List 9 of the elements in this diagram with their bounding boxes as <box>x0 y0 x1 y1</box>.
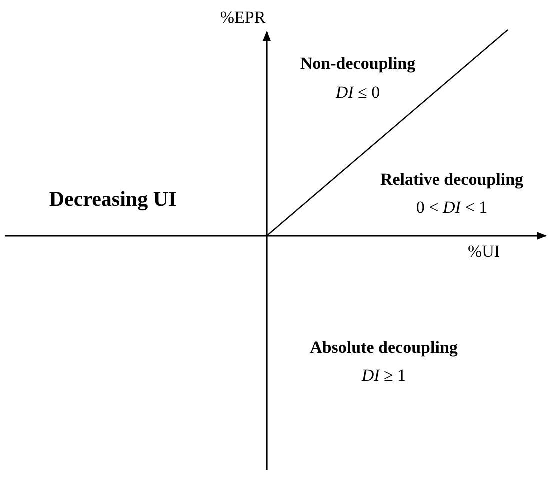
quadrant-title: Non-decoupling <box>300 54 416 74</box>
quadrant-title: Absolute decoupling <box>310 338 458 358</box>
axis-label: %EPR <box>220 8 266 28</box>
region-title: Decreasing UI <box>49 186 177 212</box>
formula: DI ≤ 0 <box>336 83 380 103</box>
axis-label: %UI <box>468 242 500 262</box>
quadrant-title: Relative decoupling <box>380 170 524 190</box>
formula: DI ≥ 1 <box>362 366 406 386</box>
formula: 0 < DI < 1 <box>416 198 488 218</box>
